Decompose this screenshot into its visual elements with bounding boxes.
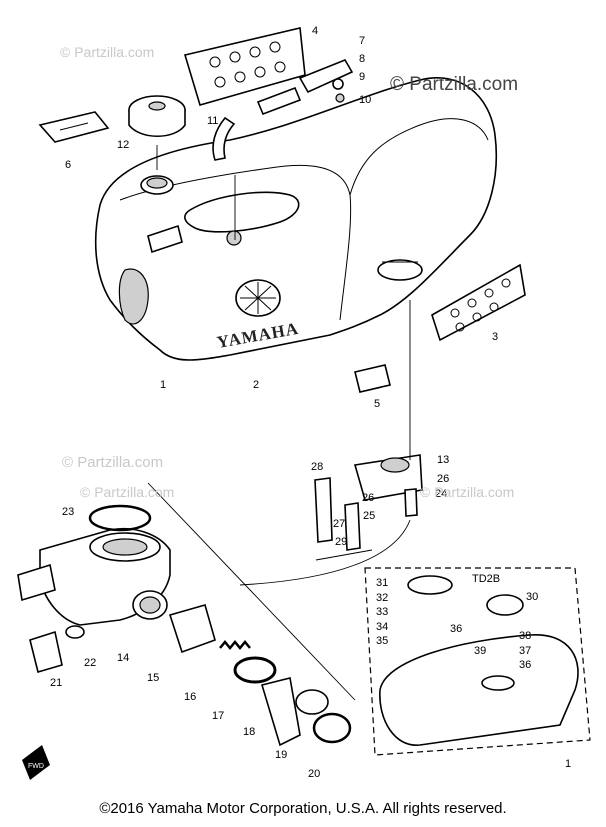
copyright-notice: ©2016 Yamaha Motor Corporation, U.S.A. A… [99,800,507,817]
forward-badge: FWD [22,745,50,780]
callout-32: 32 [376,592,388,604]
callout-35: 35 [376,635,388,647]
callout-16: 16 [184,691,196,703]
callout-34: 34 [376,621,388,633]
callout-25: 25 [363,510,375,522]
o-ring [88,504,152,532]
variant-label: TD2B [472,573,500,585]
faint-watermark: © Partzilla.com [80,484,175,500]
callout-36: 36 [519,659,531,671]
callout-4: 4 [312,25,318,37]
callout-22: 22 [84,657,96,669]
callout-12: 12 [117,139,129,151]
knee-pad-top [183,27,306,106]
faint-watermark: © Partzilla.com [420,484,515,500]
callout-7: 7 [359,35,365,47]
callout-15: 15 [147,672,159,684]
callout-37: 37 [519,645,531,657]
tank-emblem [235,279,281,317]
callout-10: 10 [359,94,371,106]
callout-31: 31 [376,577,388,589]
callout-39: 39 [474,645,486,657]
faint-watermark: © Partzilla.com [60,44,155,60]
callout-11: 11 [207,115,218,127]
callout-28: 28 [311,461,323,473]
callout-29: 29 [335,536,347,548]
valve-plug [168,604,216,654]
petcock-assembly [314,454,423,561]
partzilla-watermark: © Partzilla.com [390,74,519,95]
faint-watermark: © Partzilla.com [62,454,164,471]
callout-labels: 1 2 3 4 5 6 7 8 9 10 11 12 13 14 15 16 1… [50,25,571,780]
callout-21: 21 [50,677,62,689]
callout-26: 26 [437,473,449,485]
callout-27: 27 [333,518,345,530]
svg-text:FWD: FWD [28,763,44,770]
valve-lever [260,677,301,747]
callout-9: 9 [359,71,365,83]
callout-23: 23 [62,506,74,518]
bracket [354,364,391,393]
callout-1: 1 [565,758,571,770]
callout-24: 24 [435,488,447,500]
callout-19: 19 [275,749,287,761]
hose-fitting [29,630,63,674]
callout-38: 38 [519,630,531,642]
td2b-inset: TD2B [364,567,591,756]
callout-26: 26 [362,492,374,504]
callout-17: 17 [212,710,224,722]
callout-8: 8 [359,53,365,65]
knee-pad-right [431,263,526,342]
callout-36: 36 [450,623,462,635]
callout-2: 2 [253,379,259,391]
breather-hose [212,59,354,161]
callout-14: 14 [117,652,129,664]
fuel-tank: YAMAHA [94,77,498,361]
callout-1: 1 [160,379,166,391]
callout-18: 18 [243,726,255,738]
filler-cap [128,95,186,137]
callout-30: 30 [526,591,538,603]
callout-13: 13 [437,454,449,466]
callout-5: 5 [374,398,380,410]
callout-20: 20 [308,768,320,780]
callout-3: 3 [492,331,498,343]
callout-33: 33 [376,606,388,618]
spring [219,640,251,650]
fuel-valve-body [17,527,171,626]
callout-6: 6 [65,159,71,171]
parts-diagram: YAMAHA [17,25,591,780]
